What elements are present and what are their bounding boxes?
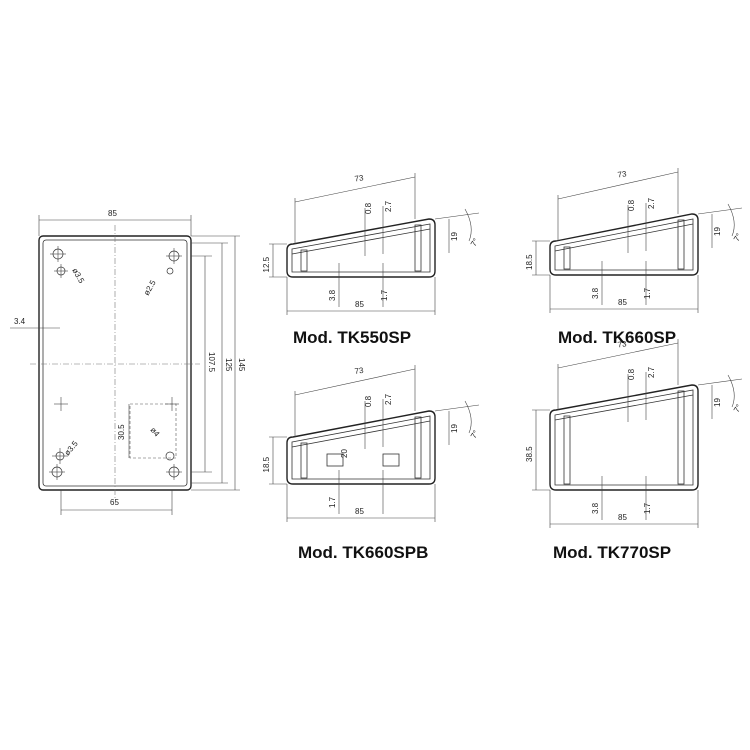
section-dim-f2: 1.7 [380,289,389,301]
section-dim-right-h: 19 [450,424,459,433]
section-dim-bottom: 85 [618,513,627,522]
section-lid-line [554,394,694,421]
section-caption: Mod. TK550SP [293,328,411,347]
section-dim-t2: 2.7 [647,197,656,209]
plan-window [129,403,177,459]
section-dim-t1: 0.8 [627,368,636,380]
section-dim-t2: 2.7 [384,200,393,212]
plan-hole-bottom-right [165,451,175,461]
section-dim-top: 73 [617,339,628,349]
plan-dim-85: 85 [108,209,117,218]
section-dim-f1: 3.8 [328,289,337,301]
section-lid-line [291,420,431,448]
section-post-left [300,442,308,479]
plan-hole-bottom-left-2 [49,464,65,480]
section-inner-wall [291,415,431,480]
plan-dim-65: 65 [110,498,119,507]
section-dim-top: 73 [617,169,628,179]
section-dim-angle: 7° [469,429,481,440]
plan-hole-bottom-left [52,448,68,464]
section-dim-f1: 3.8 [591,287,600,299]
section-outline [549,213,699,276]
section-caption: Mod. TK660SPB [298,543,428,562]
section-dim-t1: 0.8 [364,202,373,214]
section-post-right [677,390,685,485]
section-post-left [300,249,308,272]
section-dim-left-h: 38.5 [525,446,534,462]
plan-hole-bottom-right-2 [166,464,182,480]
section-dim-f1: 3.8 [591,502,600,514]
plan-dim-125: 125 [224,358,233,372]
section-inner-wall [554,389,694,486]
section-dim-t1: 0.8 [364,395,373,407]
section-dim-angle: 7° [732,403,744,414]
section-dim-angle: 7° [469,237,481,248]
plan-dia-3-5-bottom: ø3.5 [63,439,81,457]
plan-dia-4: ø4 [148,426,161,439]
section-inner-wall [291,223,431,273]
plan-dim-3-4: 3.4 [14,317,26,326]
section-dim-left-h: 18.5 [262,456,271,472]
section-dim-f2: 1.7 [643,287,652,299]
section-dim-inner-h: 20 [340,449,349,458]
section-dim-right-h: 19 [450,232,459,241]
section-inner-wall [554,218,694,271]
section-dim-right-h: 19 [713,227,722,236]
section-dim-bottom: 85 [355,507,364,516]
section-outline [549,384,699,491]
section-dim-bottom: 85 [618,298,627,307]
plan-hole-top-left [50,246,66,262]
section-dim-angle: 7° [732,232,744,243]
section-post-left [563,415,571,485]
section-outline [286,410,436,485]
section-lid-line [554,223,694,252]
section-dim-right-h: 19 [713,398,722,407]
section-post-right [414,224,422,272]
plan-dim-145: 145 [237,358,246,372]
section-dim-t2: 2.7 [384,393,393,405]
section-dim-top: 73 [354,366,365,376]
plan-hole-mid-left [54,397,68,411]
section-lid-line [291,228,431,255]
plan-dim-107-5: 107.5 [207,352,216,373]
section-post-right [677,219,685,270]
section-dim-top: 73 [354,173,365,183]
section-dim-t1: 0.8 [627,199,636,211]
section-dim-left-h: 12.5 [262,256,271,272]
section-caption: Mod. TK770SP [553,543,671,562]
section-dim-left-h: 18.5 [525,254,534,270]
section-caption: Mod. TK660SP [558,328,676,347]
plan-dia-2-5: ø2.5 [142,278,158,297]
plan-view: 85 65 3.4 145 125 107.5 30.5 ø3.5 ø2.5 ø… [10,209,246,515]
plan-hole-top-right [166,248,182,264]
section-dim-f1: 1.7 [328,496,337,508]
section-outline [286,218,436,278]
plan-hole-top-left-2 [54,264,68,278]
section-post-right [414,416,422,479]
plan-hole-top-right-2 [166,267,174,275]
section-post-left [563,246,571,270]
section-dim-f2: 1.7 [643,502,652,514]
plan-dim-30-5: 30.5 [117,424,126,440]
plan-dia-3-5-top: ø3.5 [70,267,86,286]
section-dim-t2: 2.7 [647,366,656,378]
section-dim-bottom: 85 [355,300,364,309]
